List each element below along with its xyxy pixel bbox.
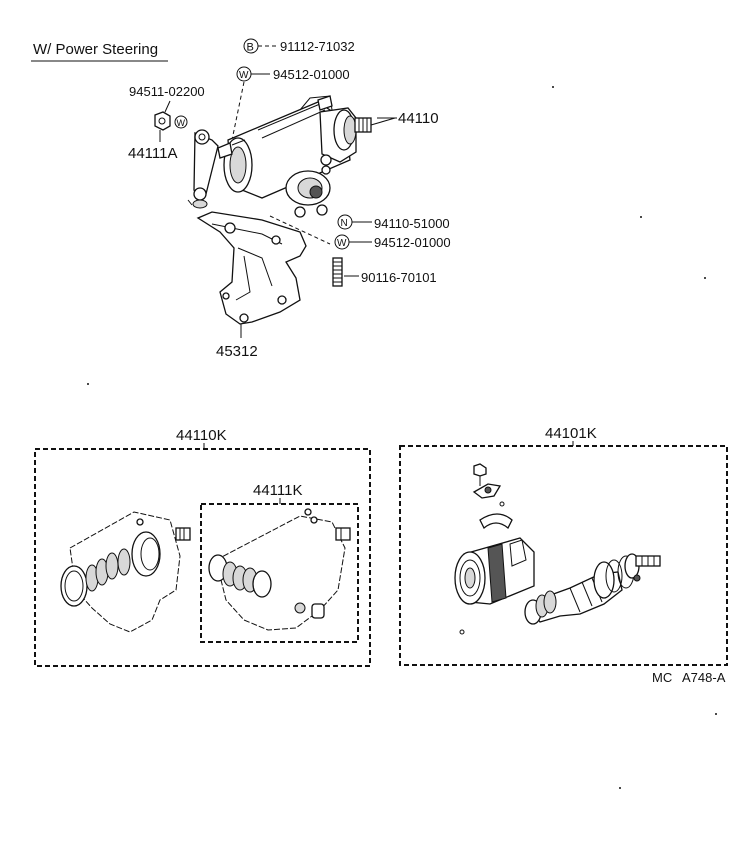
- washer-symbol-icon: [174, 115, 188, 129]
- bolt-symbol-letter: B: [247, 42, 254, 54]
- label-45312[interactable]: 45312: [216, 343, 258, 360]
- nut-washer-group: W: [154, 111, 188, 131]
- label-44111A[interactable]: 44111A: [128, 145, 178, 162]
- kit-44110K-parts: [60, 511, 191, 633]
- kit-44110K-box: [34, 448, 371, 667]
- diagram-title: W/ Power Steering: [33, 41, 158, 58]
- label-44110[interactable]: 44110: [398, 110, 439, 127]
- label-91112-71032[interactable]: B 91112-71032: [243, 38, 355, 54]
- steering-gear-housing: [217, 95, 396, 218]
- label-44110K[interactable]: 44110K: [176, 427, 227, 444]
- stud-bolt: [332, 257, 343, 287]
- label-44111K[interactable]: 44111K: [253, 482, 303, 499]
- kit-44101K-parts: [454, 463, 661, 635]
- footer-code-mc: MC: [652, 670, 672, 685]
- washer-symbol-letter: W: [239, 70, 249, 81]
- label-44101K[interactable]: 44101K: [545, 425, 597, 442]
- part-number: 94512-01000: [273, 67, 350, 82]
- part-number: 94512-01000: [374, 235, 451, 250]
- pitman-arm: [187, 129, 219, 209]
- label-94512-01000-mid[interactable]: W 94512-01000: [334, 234, 451, 250]
- washer-symbol-letter: W: [177, 118, 186, 128]
- label-94511-02200[interactable]: 94511-02200: [129, 84, 205, 99]
- kit-44101K-box: [399, 445, 728, 666]
- nut-icon: [154, 111, 171, 131]
- kit-44111K-parts: [208, 508, 351, 631]
- nut-symbol-letter: N: [341, 218, 348, 229]
- leader-line: [231, 81, 245, 141]
- steering-bracket: [196, 211, 307, 325]
- washer-symbol-letter: W: [337, 238, 347, 249]
- label-94110-51000[interactable]: N 94110-51000: [337, 214, 450, 231]
- label-90116-70101[interactable]: 90116-70101: [361, 270, 437, 285]
- footer-code-ref: A748-A: [682, 670, 726, 685]
- part-number: 91112-71032: [280, 39, 355, 54]
- kit-44111K-box: [200, 503, 359, 643]
- part-number: 94110-51000: [374, 216, 450, 231]
- label-94512-01000-top[interactable]: W 94512-01000: [236, 66, 350, 82]
- leader-line: [164, 100, 171, 113]
